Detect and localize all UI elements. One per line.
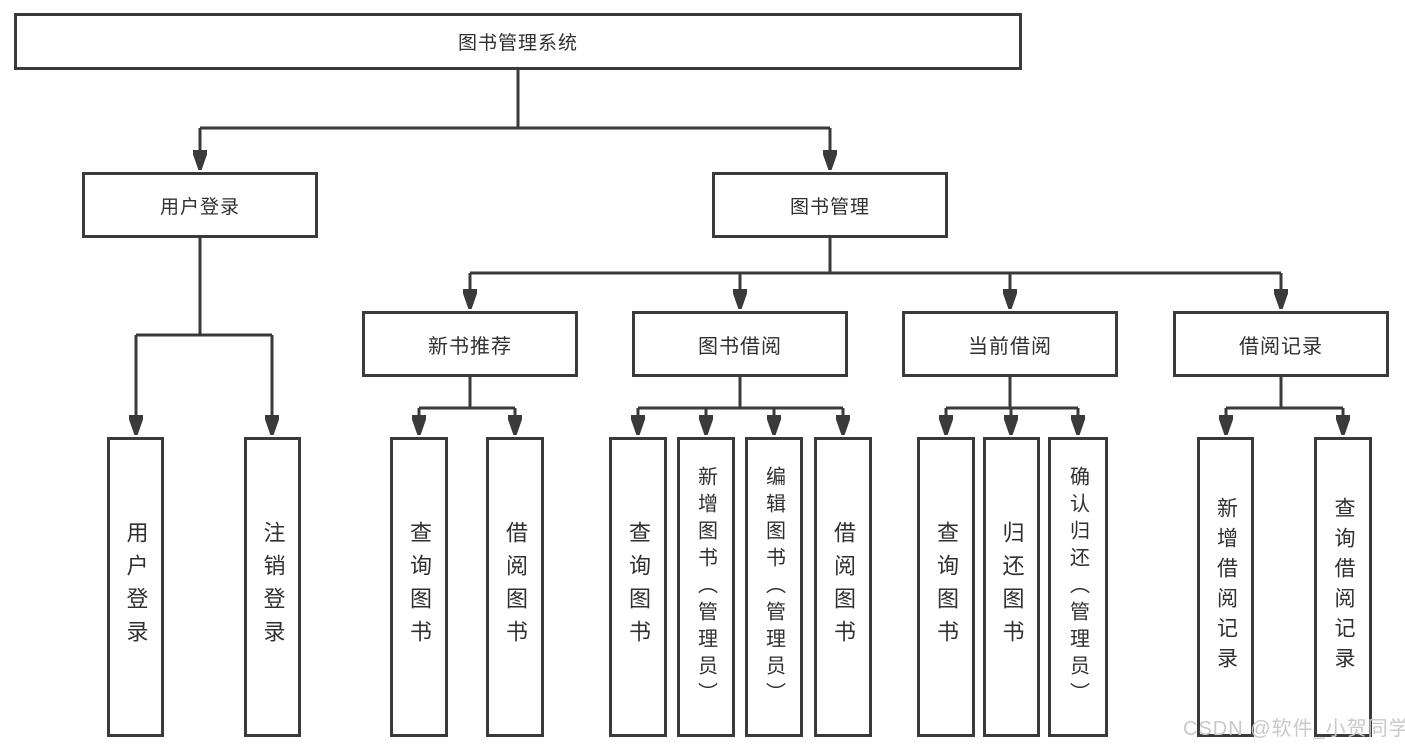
watermark: CSDN @软件_小贺同学	[1183, 718, 1405, 740]
leaf-user-login-label: 用户登录	[123, 521, 149, 653]
node-book-borrow: 图书借阅	[632, 311, 848, 377]
node-new-book-recommend-label: 新书推荐	[428, 335, 512, 358]
node-borrow-records: 借阅记录	[1173, 311, 1389, 377]
leaf-borrow-books-1-label: 借阅图书	[503, 521, 528, 653]
leaf-add-borrow-record-label: 新增借阅记录	[1214, 497, 1238, 677]
leaf-query-books-3-label: 查询图书	[934, 521, 959, 653]
node-new-book-recommend: 新书推荐	[362, 311, 578, 377]
connector-new-book-recommend	[419, 377, 515, 434]
node-current-borrow-label: 当前借阅	[968, 335, 1052, 358]
node-user-login: 用户登录	[82, 172, 318, 238]
connector-current-borrow	[946, 377, 1078, 434]
leaf-add-book-admin-label: 新增图书（管理员）	[694, 465, 717, 709]
leaf-query-borrow-record: 查询借阅记录	[1314, 437, 1372, 737]
node-book-management-label: 图书管理	[789, 196, 870, 218]
leaf-query-books-2: 查询图书	[609, 437, 667, 737]
connector-root	[200, 70, 830, 169]
leaf-add-book-admin: 新增图书（管理员）	[677, 437, 735, 737]
node-current-borrow: 当前借阅	[902, 311, 1118, 377]
leaf-edit-book-admin-label: 编辑图书（管理员）	[762, 465, 785, 709]
leaf-query-borrow-record-label: 查询借阅记录	[1332, 497, 1355, 677]
leaf-query-books-1: 查询图书	[390, 437, 448, 737]
leaf-add-borrow-record: 新增借阅记录	[1197, 437, 1254, 737]
leaf-user-login: 用户登录	[107, 437, 164, 737]
node-book-management: 图书管理	[712, 172, 948, 238]
connector-book-borrow	[638, 377, 843, 434]
leaf-query-books-2-label: 查询图书	[626, 521, 651, 653]
leaf-query-books-3: 查询图书	[917, 437, 975, 737]
leaf-return-book-label: 归还图书	[999, 521, 1025, 653]
leaf-borrow-books-2-label: 借阅图书	[831, 521, 856, 653]
connector-book-management	[470, 238, 1281, 308]
node-borrow-records-label: 借阅记录	[1239, 335, 1323, 358]
connector-borrow-records	[1226, 377, 1343, 434]
node-book-borrow-label: 图书借阅	[698, 335, 782, 358]
leaf-edit-book-admin: 编辑图书（管理员）	[745, 437, 803, 737]
node-root-label: 图书管理系统	[457, 33, 578, 54]
node-root: 图书管理系统	[14, 13, 1022, 70]
leaf-confirm-return-admin-label: 确认归还（管理员）	[1066, 465, 1089, 709]
leaf-borrow-books-2: 借阅图书	[814, 437, 872, 737]
leaf-confirm-return-admin: 确认归还（管理员）	[1048, 437, 1108, 737]
leaf-borrow-books-1: 借阅图书	[486, 437, 544, 737]
leaf-return-book: 归还图书	[983, 437, 1040, 737]
leaf-query-books-1-label: 查询图书	[407, 521, 432, 653]
leaf-logout: 注销登录	[244, 437, 301, 737]
connector-user-login	[136, 238, 272, 434]
node-user-login-label: 用户登录	[159, 196, 240, 218]
leaf-logout-label: 注销登录	[260, 521, 286, 653]
